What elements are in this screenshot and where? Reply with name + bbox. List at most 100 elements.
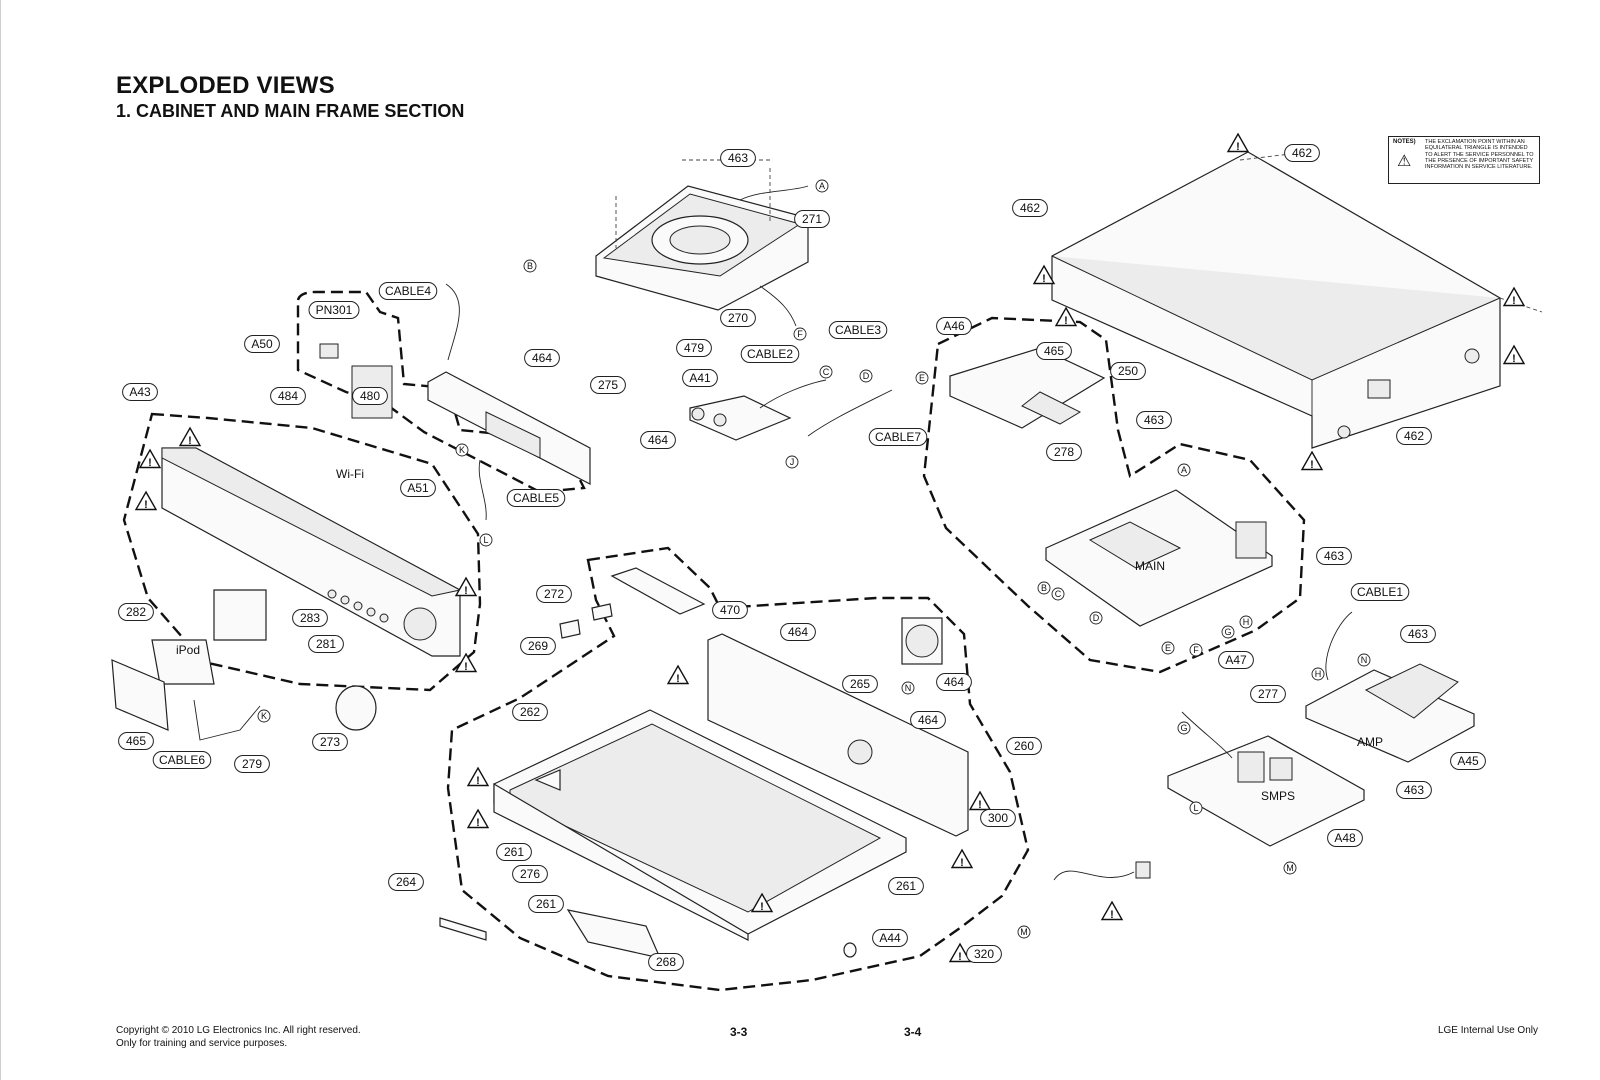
warning-icon: !: [1502, 286, 1526, 307]
callout-label: A41: [689, 371, 711, 385]
warning-triangle: [1226, 132, 1250, 153]
notes-text: THE EXCLAMATION POINT WITHIN AN EQUILATE…: [1425, 139, 1534, 171]
copyright-text: Copyright © 2010 LG Electronics Inc. All…: [116, 1025, 361, 1036]
part-callout: 462: [1012, 199, 1048, 217]
part-callout: 261: [496, 843, 532, 861]
callout-label: 281: [316, 637, 336, 651]
callout-pill: [512, 703, 548, 721]
power-cord-300: [1053, 861, 1151, 881]
callout-label: CABLE5: [513, 491, 559, 505]
connector-letter: J: [790, 457, 795, 467]
warning-triangle: [1502, 286, 1526, 307]
callout-pill: [1396, 781, 1432, 799]
connector-letter: N: [1361, 655, 1368, 665]
warning-mark: !: [1064, 315, 1068, 327]
callout-pill: [506, 489, 566, 507]
part-callout: 464: [524, 349, 560, 367]
warning-icon: !: [968, 790, 992, 811]
callout-pill: [528, 895, 564, 913]
internal-use-notice: LGE Internal Use Only: [1437, 1025, 1538, 1036]
notes-heading: NOTES): [1393, 139, 1416, 145]
callout-pill: [590, 376, 626, 394]
connector-marker: C: [1051, 587, 1065, 601]
warning-triangle: [950, 848, 974, 869]
page-edge: [0, 0, 1, 1080]
warning-icon: !: [454, 652, 478, 673]
page-number-left: 3-3: [730, 1025, 748, 1039]
part-callout: 463: [1396, 781, 1432, 799]
callout-label: 279: [242, 757, 262, 771]
callout-label: 260: [1014, 739, 1034, 753]
connector-letter: G: [1180, 723, 1187, 733]
part-callout: 470: [712, 601, 748, 619]
warning-icon: !: [1032, 264, 1056, 285]
connector-letter: G: [1224, 627, 1231, 637]
callout-pill: [682, 369, 718, 387]
warning-triangle: [1054, 306, 1078, 327]
connector-marker: A: [1177, 463, 1191, 477]
warning-icon: !: [948, 942, 972, 963]
connector-circle: [1017, 925, 1031, 939]
callout-pill: [842, 675, 878, 693]
safety-notes-box: NOTES) ⚠ THE EXCLAMATION POINT WITHIN AN…: [1388, 136, 1540, 184]
board-label: SMPS: [1261, 789, 1295, 803]
connector-circle: [523, 259, 537, 273]
part-callout: A48: [1327, 829, 1363, 847]
warning-icon: !: [750, 892, 774, 913]
callout-label: 462: [1292, 146, 1312, 160]
connector-circle: [257, 709, 271, 723]
callout-label: 264: [396, 875, 416, 889]
callout-label: 484: [278, 389, 298, 403]
callout-pill: [720, 149, 756, 167]
callout-label: 273: [320, 735, 340, 749]
connector-circle: [1311, 667, 1325, 681]
callout-pill: [740, 345, 800, 363]
connector-letter: B: [1041, 583, 1047, 593]
connector-marker: B: [523, 259, 537, 273]
board-label: AMP: [1357, 735, 1383, 749]
part-callout: 464: [780, 623, 816, 641]
warning-triangle: [466, 808, 490, 829]
warning-triangle: [178, 426, 202, 447]
part-callout: A51: [400, 479, 436, 497]
section-outline-a46: [922, 316, 1306, 674]
warning-mark: !: [960, 857, 964, 869]
part-callout: 283: [292, 609, 328, 627]
connector-marker: M: [1283, 861, 1297, 875]
connector-circle: [1037, 581, 1051, 595]
callout-pill: [400, 479, 436, 497]
warning-triangle: [1502, 344, 1526, 365]
connector-marker: F: [1189, 643, 1203, 657]
training-notice: Only for training and service purposes.: [116, 1038, 288, 1049]
part-callout: 262: [512, 703, 548, 721]
connector-circle: [1283, 861, 1297, 875]
warning-icon: !: [950, 848, 974, 869]
callout-pill: [640, 431, 676, 449]
callout-pill: [868, 428, 928, 446]
warning-icon: !: [178, 426, 202, 447]
connector-marker: L: [1189, 801, 1203, 815]
front-panel-a43: [161, 365, 462, 657]
misc-parts: [439, 603, 857, 959]
callout-pill: [676, 339, 712, 357]
connector-marker: G: [1221, 625, 1235, 639]
callout-pill: [872, 929, 908, 947]
warning-mark: !: [760, 901, 764, 913]
warning-icon: !: [134, 490, 158, 511]
section-outline-a44: [446, 546, 1030, 992]
callout-label: 464: [532, 351, 552, 365]
callout-label: 272: [544, 587, 564, 601]
warning-triangle: [454, 652, 478, 673]
callout-pill: [292, 609, 328, 627]
part-callout: 278: [1046, 443, 1082, 461]
connector-marker: H: [1239, 615, 1253, 629]
callout-label: A43: [129, 385, 151, 399]
callout-pill: [118, 603, 154, 621]
disc-loader-assembly: [595, 159, 809, 327]
part-callout: A41: [682, 369, 718, 387]
callout-pill: [1036, 342, 1072, 360]
front-board-269: [610, 567, 706, 615]
warning-triangles: !!!!!!!!!!!!!!!!!!!: [134, 132, 1526, 963]
callout-pill: [1250, 685, 1286, 703]
